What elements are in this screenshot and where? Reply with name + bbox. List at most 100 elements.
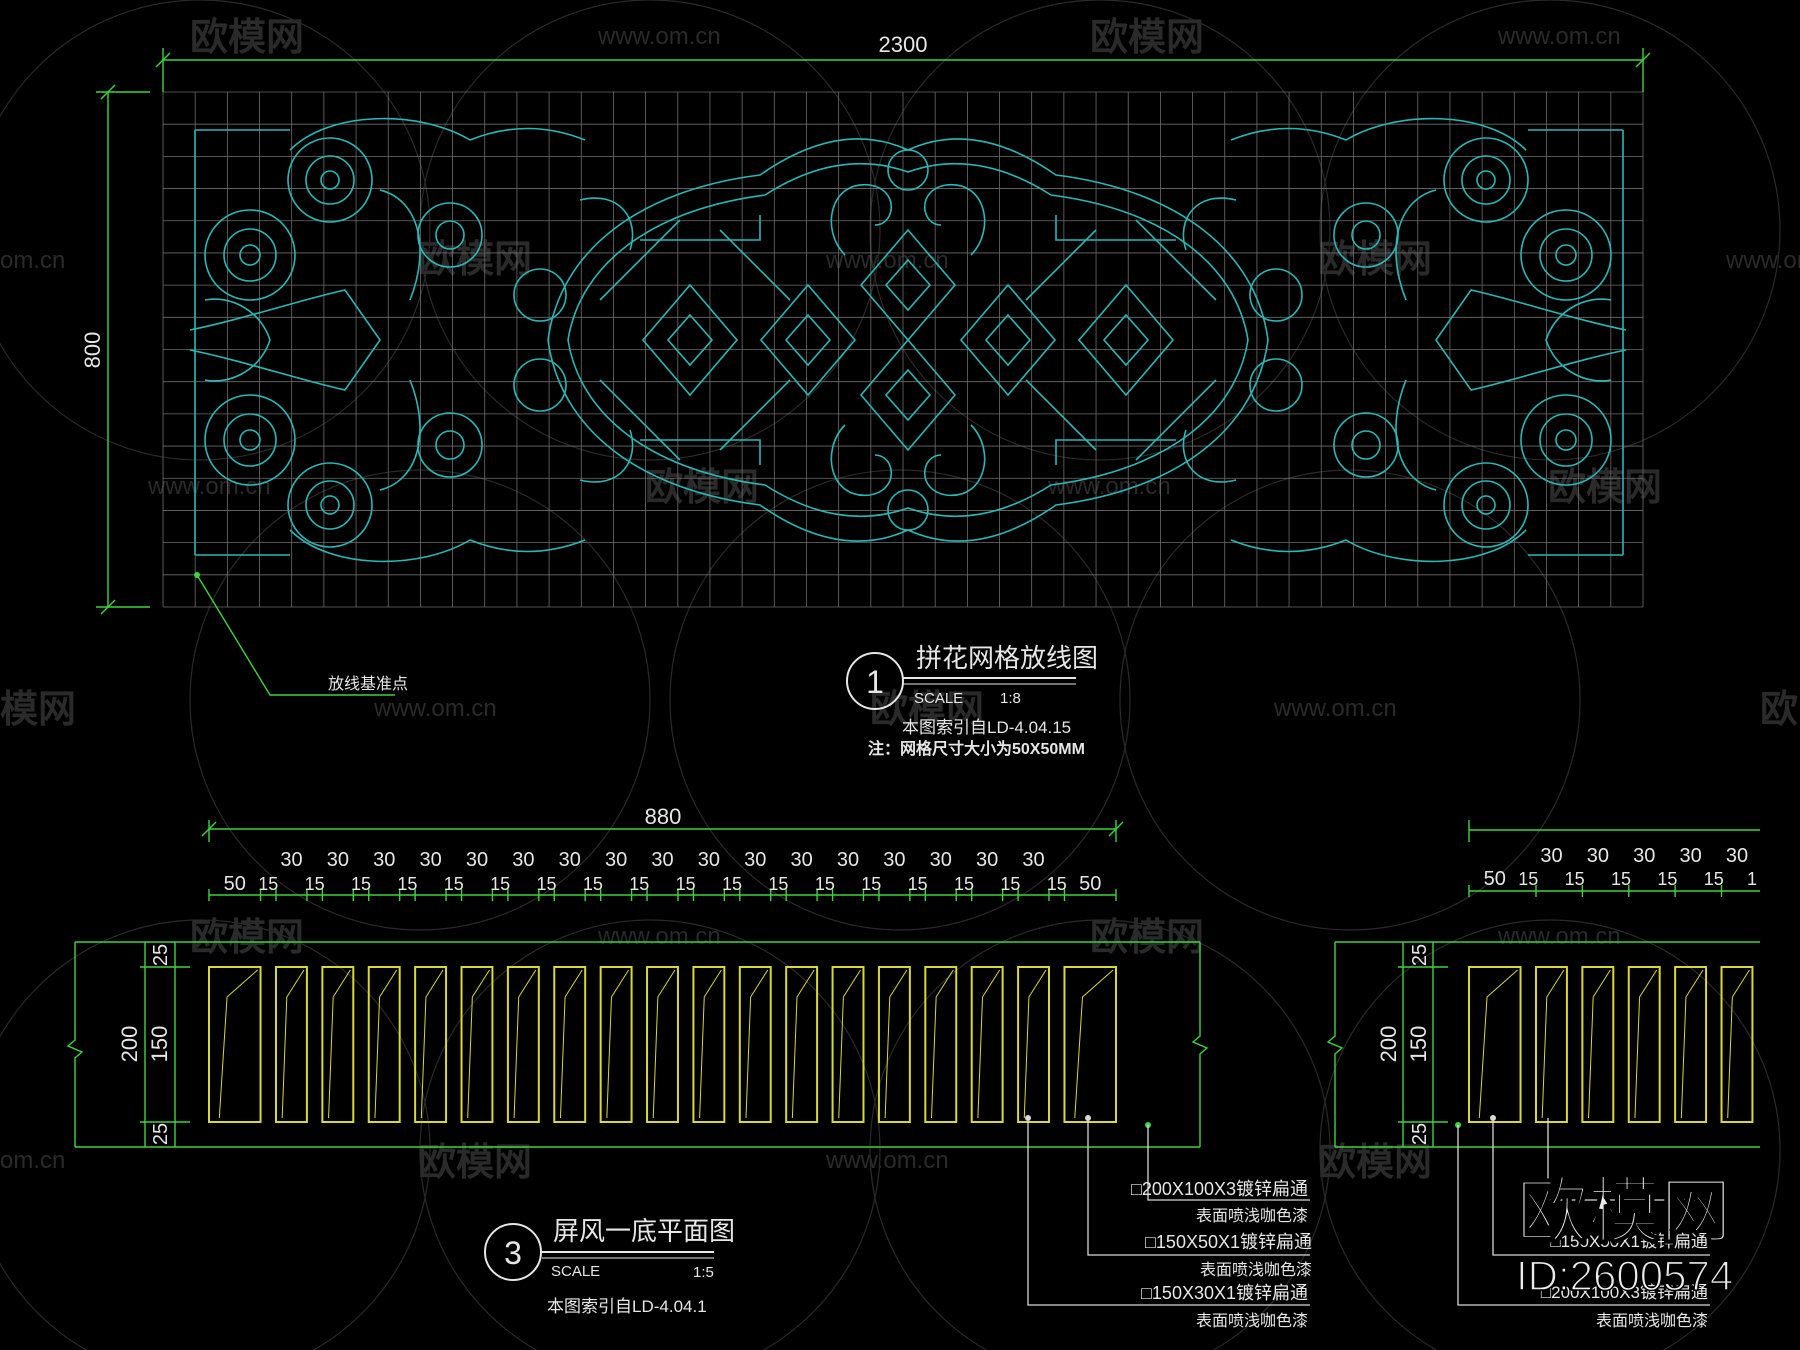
- callout-3-spec: □150X30X1镀锌扁通: [1141, 1283, 1308, 1303]
- spacing-label-fifteen: 15: [1047, 874, 1067, 894]
- spacing-label-fifteen: 15: [861, 874, 881, 894]
- slat-detail-line: [791, 969, 815, 1119]
- section-slat: [553, 966, 587, 1123]
- partial-spacing-fifteen: 15: [1565, 869, 1585, 889]
- section-slat: [506, 966, 540, 1123]
- callout-1-finish: 表面喷浅咖色漆: [1196, 1207, 1308, 1225]
- partial-spacing-thirty: 30: [1587, 845, 1609, 867]
- spacing-label-fifteen: 15: [305, 874, 325, 894]
- slat-detail-line: [745, 969, 769, 1119]
- pattern-frame-right: [1528, 129, 1624, 556]
- partial-spacing-thirty: 30: [1540, 845, 1562, 867]
- watermark-url: www.om.cn: [1273, 695, 1397, 722]
- pattern-center-top-scroll: [830, 184, 986, 256]
- pattern-lattice: [599, 215, 1217, 465]
- slat-detail-line: [513, 969, 537, 1119]
- watermark-brand-cut: 模网: [0, 689, 76, 731]
- partial-break-line: [1326, 942, 1344, 1147]
- section-slat: [321, 966, 355, 1123]
- watermark-brand-marks: 欧模网 欧模网 欧模网 欧模网 欧模网 欧模网 欧模网 欧模网 欧模网 欧模网 …: [0, 17, 1798, 1184]
- watermark-urls: www.om.cn www.om.cn www.om.cn www.om.cn …: [0, 23, 1800, 1174]
- base-point-label: 放线基准点: [328, 675, 408, 693]
- callout-texts: □200X100X3镀锌扁通 表面喷浅咖色漆 □150X50X1镀锌扁通 表面喷…: [1131, 1179, 1312, 1330]
- watermark-brand-cut: 欧: [1760, 689, 1798, 731]
- watermark-url: www.om.cn: [1497, 23, 1621, 50]
- partial-callout-finish: 表面喷浅咖色漆: [1596, 1312, 1708, 1330]
- partial-spacing-thirty: 30: [1679, 845, 1701, 867]
- detail1-number: 1: [866, 664, 884, 700]
- spacing-label-fifteen: 15: [490, 874, 510, 894]
- partial-section-slat: [1720, 966, 1754, 1123]
- spacing-label-thirty: 30: [651, 849, 673, 871]
- callout-leaders: [1025, 1115, 1310, 1306]
- break-line-left: [66, 942, 84, 1147]
- spacing-label-thirty: 30: [791, 849, 813, 871]
- partial-section-slat: [1674, 966, 1708, 1123]
- pattern-right-scrolls: [1182, 117, 1627, 563]
- section-slat: [460, 966, 494, 1123]
- section-slat: [924, 966, 958, 1123]
- spacing-label-thirty: 30: [466, 849, 488, 871]
- slat-detail-line: [884, 969, 908, 1119]
- detail1-note: 注：网格尺寸大小为50X50MM: [868, 739, 1085, 758]
- watermark-brand: 欧模网: [418, 1142, 532, 1184]
- spacing-label-thirty: 30: [976, 849, 998, 871]
- slat-detail-line: [1023, 969, 1047, 1119]
- callout-1-spec: □200X100X3镀锌扁通: [1131, 1179, 1308, 1199]
- partial-spacing-fifteen: 15: [1611, 869, 1631, 889]
- section-slat: [877, 966, 911, 1123]
- spacing-label-thirty: 30: [559, 849, 581, 871]
- slat-detail-line: [652, 969, 676, 1119]
- section-slat: [646, 966, 679, 1123]
- pattern-frame-left: [194, 129, 290, 556]
- partial-slat-detail-line: [1680, 969, 1704, 1119]
- dim-label-depth: 200: [117, 1026, 142, 1063]
- watermark-url: www.om.cn: [597, 923, 721, 950]
- spacing-label-thirty: 30: [698, 849, 720, 871]
- spacing-label-thirty: 30: [1022, 849, 1044, 871]
- watermark-url: www.om.cn: [1725, 247, 1800, 274]
- spacing-label-fifteen: 15: [537, 874, 557, 894]
- watermark-url: www.om.cn: [825, 1147, 949, 1174]
- section-slat: [599, 966, 633, 1123]
- watermark-url-cut: om.cn: [0, 247, 65, 274]
- partial-dimension-depth: 200 150 25 25: [1376, 942, 1448, 1147]
- pattern-grid-detail: 2300 800 放线基准点 1 拼花网格放线图 SCALE 1:8 本图索引自…: [80, 32, 1651, 758]
- section-slat: [970, 966, 1004, 1123]
- section-slat: [208, 966, 262, 1123]
- partial-section-slat: [1534, 966, 1568, 1123]
- callout-3-finish: 表面喷浅咖色漆: [1196, 1312, 1308, 1330]
- watermark-brand: 欧模网: [1548, 467, 1662, 509]
- detail3-title: 屏风一底平面图: [553, 1216, 735, 1246]
- partial-slat-detail-line: [1727, 969, 1750, 1119]
- spacing-label-thirty: 30: [419, 849, 441, 871]
- spacing-label-fifteen: 15: [908, 874, 928, 894]
- pattern-left-scrolls: [189, 117, 634, 563]
- watermark-brand: 欧模网: [1090, 17, 1204, 59]
- section-slat: [274, 966, 308, 1123]
- base-point-leader: 放线基准点: [194, 572, 408, 696]
- spacing-label-fifty: 50: [224, 873, 246, 895]
- partial-spacing-thirty: 30: [1633, 845, 1655, 867]
- corner-watermark: 欧模网 ID:2600574: [1515, 1171, 1734, 1300]
- partial-spacing-fifteen: 15: [1657, 869, 1677, 889]
- partial-slat-detail-line: [1634, 969, 1658, 1119]
- pattern-center-bottom-scroll: [830, 424, 986, 496]
- spacing-label-fifteen: 15: [397, 874, 417, 894]
- dimension-width-2300: 2300: [155, 32, 1651, 92]
- section-slat: [367, 966, 401, 1123]
- callout-2-finish: 表面喷浅咖色漆: [1200, 1261, 1312, 1279]
- spacing-label-fifteen: 15: [676, 874, 696, 894]
- watermark-brand: 欧模网: [190, 917, 304, 959]
- section-slat: [692, 966, 726, 1123]
- watermark-url: www.om.cn: [1497, 923, 1621, 950]
- partial-section-slat: [1468, 966, 1522, 1123]
- section-slat: [785, 966, 819, 1123]
- spacing-label-fifty: 50: [1079, 873, 1101, 895]
- partial-spacing-fifteen: 15: [1518, 869, 1538, 889]
- detail1-title: 拼花网格放线图: [916, 643, 1098, 673]
- watermark-url-cut: om.cn: [0, 1147, 65, 1174]
- corner-id-label: ID:2600574: [1516, 1252, 1733, 1299]
- spacing-label-fifteen: 15: [815, 874, 835, 894]
